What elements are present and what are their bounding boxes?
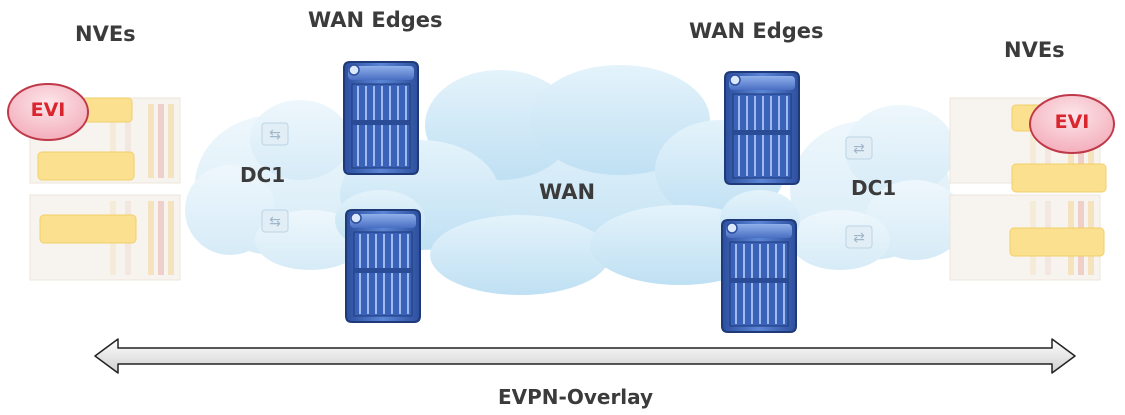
wan-edges-label-left: WAN Edges xyxy=(308,8,443,32)
nves-label-left: NVEs xyxy=(75,22,136,46)
nve-bar xyxy=(1009,227,1105,257)
wan-edges-label-right: WAN Edges xyxy=(689,19,824,43)
wan-edge-router-icon xyxy=(724,71,800,185)
wan-label: WAN xyxy=(539,180,596,204)
switch-icon: ⇄ xyxy=(845,225,873,249)
dc-label-left: DC1 xyxy=(240,163,286,187)
nves-label-right: NVEs xyxy=(1004,38,1065,62)
nve-bar xyxy=(1011,163,1107,193)
dc-cloud-left: ⇆ ⇆ xyxy=(185,100,365,270)
evi-label-left: EVI xyxy=(30,99,66,121)
evi-label-right: EVI xyxy=(1054,111,1090,133)
nve-bar xyxy=(81,97,133,123)
evi-badge-left xyxy=(7,83,89,141)
wan-edge-router-icon xyxy=(343,61,419,175)
svg-text:⇆: ⇆ xyxy=(269,214,281,230)
switch-icon: ⇄ xyxy=(845,136,873,160)
wan-edge-router-icon xyxy=(345,209,421,323)
dc-cloud-right: ⇄ ⇄ xyxy=(790,105,965,270)
nve-bar xyxy=(37,151,135,181)
svg-text:⇆: ⇆ xyxy=(269,127,281,143)
evi-badge-right xyxy=(1029,94,1115,154)
evpn-overlay-label: EVPN-Overlay xyxy=(498,385,654,409)
nve-bar xyxy=(39,214,137,244)
switch-icon: ⇆ xyxy=(261,122,289,146)
switch-icon: ⇆ xyxy=(261,209,289,233)
dc-label-right: DC1 xyxy=(851,176,897,200)
svg-text:⇄: ⇄ xyxy=(853,230,865,246)
wan-edge-router-icon xyxy=(721,219,797,333)
evpn-overlay-arrow xyxy=(94,338,1076,374)
svg-text:⇄: ⇄ xyxy=(853,141,865,157)
